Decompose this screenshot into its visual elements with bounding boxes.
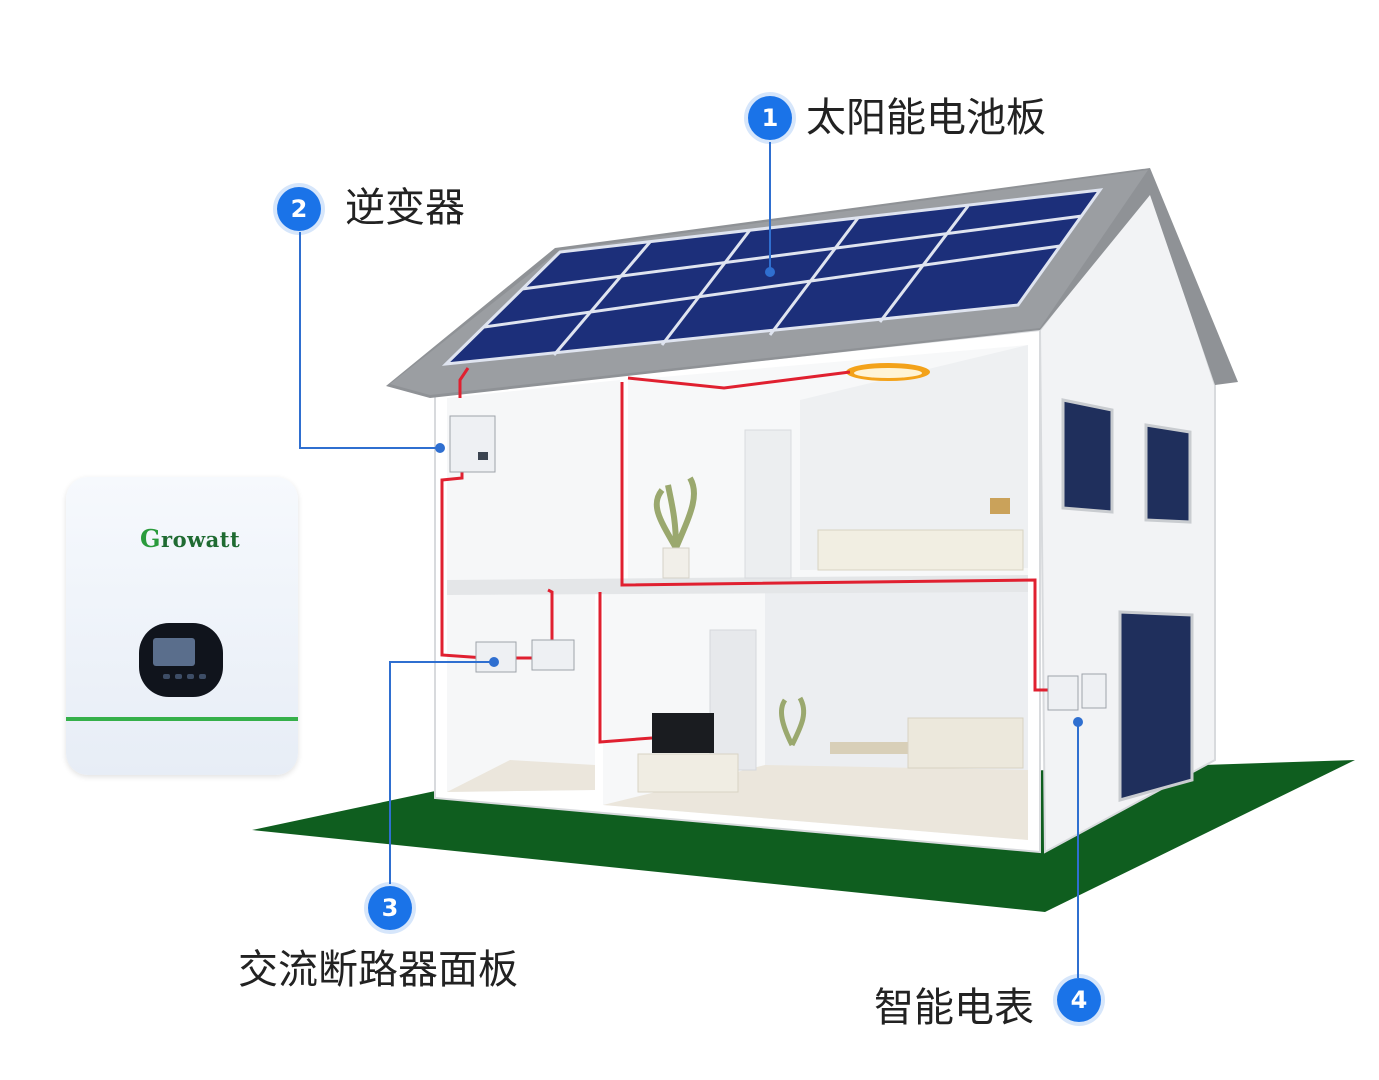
solar-panel-array	[441, 188, 1104, 366]
inverter-button-1	[163, 674, 170, 679]
panel-grid-v3	[768, 217, 860, 336]
panel-grid-h1	[483, 244, 1061, 329]
callout-lines	[299, 142, 1079, 978]
floor-lower-left	[447, 760, 595, 792]
callout-dots	[435, 267, 1083, 727]
badge-4: 4	[1057, 978, 1101, 1022]
brand-logo: Growatt	[140, 524, 241, 553]
ceiling-light-inner	[854, 368, 922, 378]
inverter-unit-screen	[478, 452, 488, 460]
tv-cabinet	[637, 753, 739, 793]
plant-lower	[779, 696, 807, 747]
side-window-2	[1144, 423, 1192, 524]
panel-grid-h2	[521, 214, 1083, 291]
label-smart-meter: 智能电表	[874, 985, 1034, 1031]
inverter-button-2	[175, 674, 182, 679]
inverter-button-4	[199, 674, 206, 679]
plant-upper-pot	[662, 547, 690, 579]
room-upper-left	[447, 380, 620, 582]
room-upper-right-back	[800, 345, 1028, 570]
upper-door	[744, 429, 792, 579]
panel-grid-v2	[660, 229, 752, 346]
panel-grid-v4	[878, 205, 970, 323]
breaker-panel	[531, 639, 575, 671]
side-glass-door	[1118, 610, 1194, 802]
label-inverter: 逆变器	[345, 185, 465, 231]
inverter-accent-stripe	[66, 717, 298, 721]
kitchen-counter	[907, 717, 1024, 769]
badge-3: 3	[368, 886, 412, 930]
badge-2: 2	[277, 187, 321, 231]
side-window-1	[1061, 398, 1114, 514]
label-ac-breaker-panel: 交流断路器面板	[238, 947, 518, 993]
lower-door	[709, 629, 757, 771]
inverter-unit	[449, 415, 496, 473]
meter-box-1	[1047, 675, 1079, 711]
inverter-lcd	[153, 638, 195, 666]
bed	[817, 529, 1024, 571]
badge-1: 1	[748, 96, 792, 140]
plant-upper	[653, 476, 697, 550]
inverter-button-3	[187, 674, 194, 679]
meter-box-2	[1081, 673, 1107, 709]
tv	[652, 713, 714, 753]
panel-grid-v1	[552, 241, 652, 356]
breaker-box	[475, 641, 517, 673]
lamp-shade	[990, 498, 1010, 514]
label-solar-panel: 太阳能电池板	[806, 95, 1046, 141]
